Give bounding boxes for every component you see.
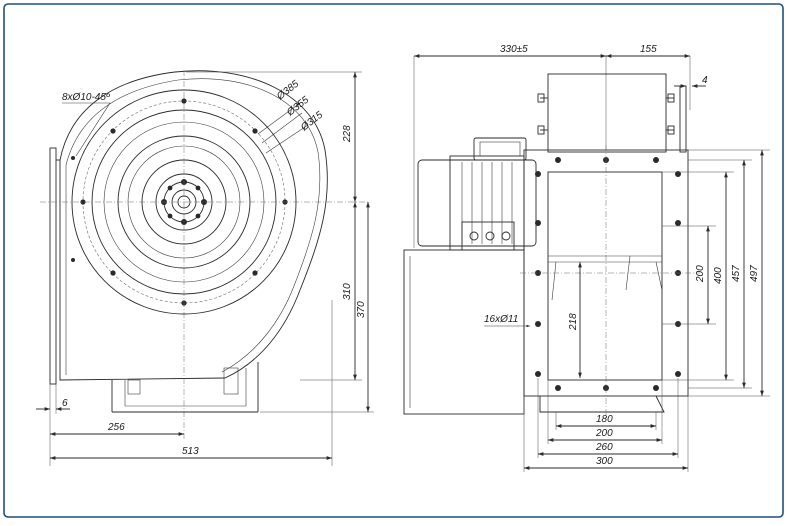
label-d315: Ø315 (298, 109, 325, 134)
drawing-border (3, 3, 784, 518)
label-holes: 16xØ11 (484, 314, 518, 325)
dim-260: 260 (595, 442, 613, 453)
dim-457: 457 (731, 265, 742, 282)
fan-body-top (537, 73, 687, 153)
flange-bolts (80, 98, 288, 306)
dim-370: 370 (356, 301, 367, 318)
base-plate (403, 249, 525, 415)
dim-228: 228 (342, 125, 353, 143)
dim-200-horizontal: 200 (595, 428, 613, 439)
dim-256: 256 (107, 422, 125, 433)
housing-outline (59, 70, 328, 381)
flange-holes (535, 157, 681, 391)
terminal-box (473, 137, 527, 161)
side-view: 8xØ10-45º Ø385 Ø355 Ø315 228 310 370 6 2… (36, 70, 374, 466)
hub-bolts (161, 179, 207, 225)
label-bolts: 8xØ10-45º (62, 92, 111, 103)
dim-155: 155 (640, 44, 657, 55)
dim-218: 218 (568, 313, 579, 331)
dim-4: 4 (702, 75, 708, 86)
dim-200-vertical: 200 (695, 265, 706, 283)
dim-6: 6 (62, 398, 68, 409)
base-stand (111, 362, 259, 413)
dim-330: 330±5 (500, 44, 528, 55)
dim-310: 310 (342, 283, 353, 300)
label-d355: Ø355 (284, 94, 311, 119)
front-view: 330±5 155 4 (403, 44, 770, 472)
dim-497: 497 (749, 265, 760, 282)
outlet-flange-side (49, 147, 57, 385)
dim-300: 300 (596, 456, 613, 467)
dim-400: 400 (713, 267, 724, 284)
motor (417, 137, 537, 251)
dim-180: 180 (596, 414, 613, 425)
dim-513: 513 (182, 446, 199, 457)
